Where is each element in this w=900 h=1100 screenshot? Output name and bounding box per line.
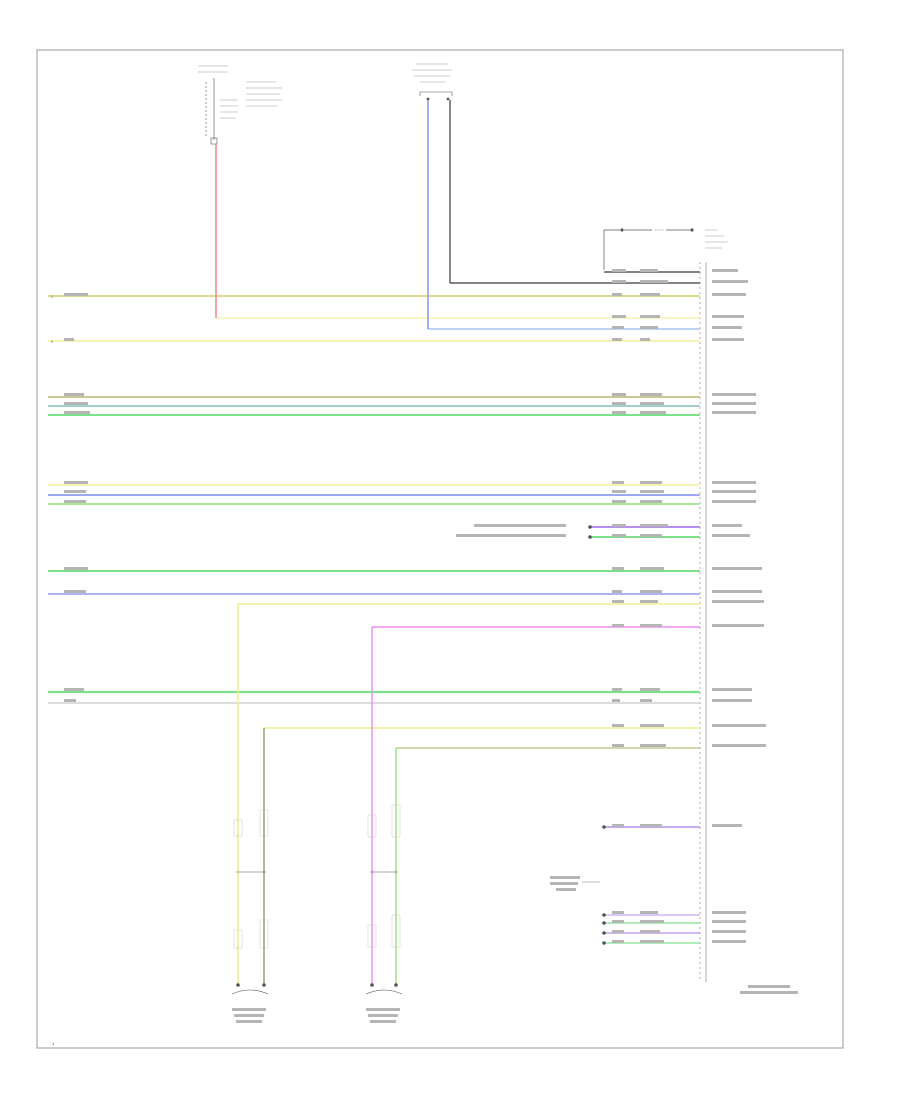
top-speaker-connector xyxy=(412,63,453,101)
main-connector xyxy=(699,262,707,982)
diagram-frame xyxy=(36,49,844,1049)
horizontal-wires xyxy=(48,271,700,944)
vertical-wires xyxy=(215,100,451,985)
left-pin-label: 1 xyxy=(51,295,53,299)
left-pin-numbers: 1 3 xyxy=(51,295,53,344)
left-tweeter xyxy=(231,809,269,1023)
fuse-component xyxy=(198,65,282,145)
wire-label-marks xyxy=(64,269,766,943)
module-note xyxy=(550,876,600,891)
frame-label: 1 xyxy=(52,1041,55,1046)
module-title xyxy=(740,985,798,994)
right-tweeter xyxy=(365,804,403,1023)
top-right-component xyxy=(603,228,728,270)
splice-dots xyxy=(588,525,606,945)
left-pin-label: 3 xyxy=(51,340,53,344)
